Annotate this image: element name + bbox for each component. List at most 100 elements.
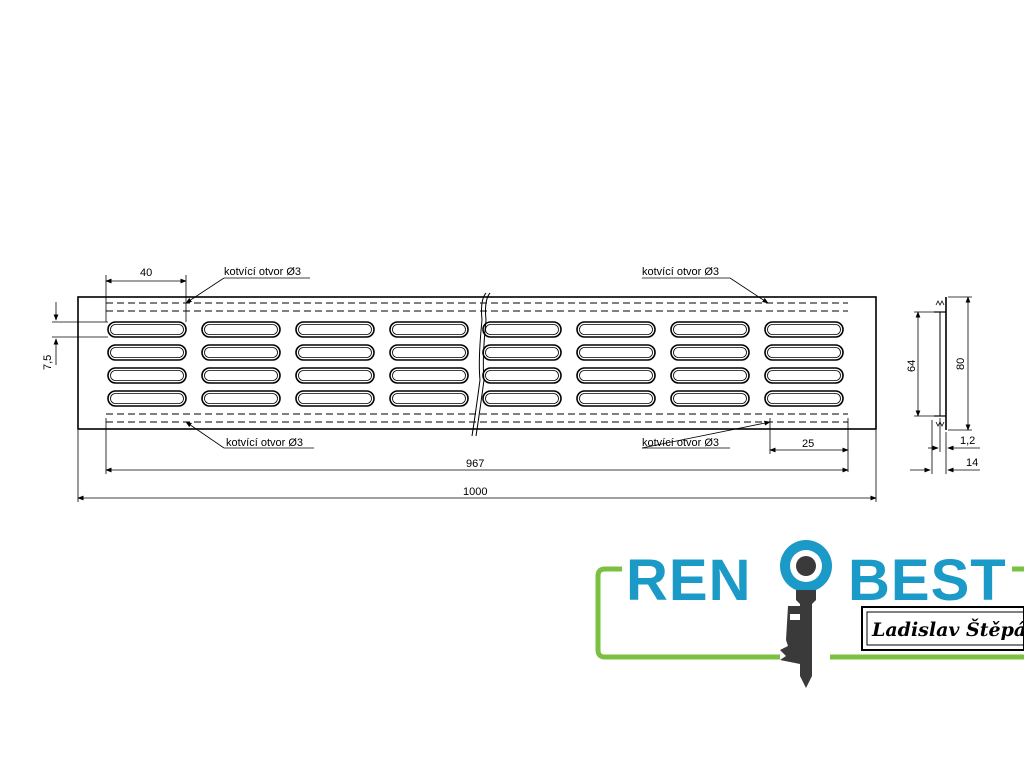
vent-slot — [670, 344, 750, 361]
dimension-7-5 — [52, 302, 108, 365]
owner-plate: Ladislav Štěpán — [861, 606, 1024, 651]
vent-slot — [764, 367, 844, 384]
vent-slot — [295, 344, 375, 361]
vent-slot-inner — [204, 347, 278, 358]
dimension-80-label: 80 — [955, 358, 967, 370]
vent-slot — [295, 321, 375, 338]
vent-slot-inner — [673, 324, 747, 335]
dimension-14-label: 14 — [966, 457, 978, 469]
vent-slot — [482, 321, 562, 338]
dimension-80 — [948, 296, 972, 431]
anchor-leaders — [185, 277, 771, 449]
dimension-25-label: 25 — [802, 438, 814, 450]
vent-slot-inner — [673, 347, 747, 358]
logo-text-ren: REN — [626, 548, 751, 613]
vent-slot — [482, 344, 562, 361]
vent-slot — [107, 344, 187, 361]
dimension-1000 — [77, 430, 877, 502]
vent-slot — [670, 390, 750, 407]
vent-slot-inner — [110, 347, 184, 358]
vent-slot — [670, 367, 750, 384]
vent-slot — [764, 344, 844, 361]
vent-slot — [764, 321, 844, 338]
vent-slot — [389, 390, 469, 407]
slot-grid — [107, 321, 844, 407]
dimension-1-2-label: 1,2 — [960, 435, 975, 447]
vent-slot-inner — [110, 393, 184, 404]
vent-slot-inner — [767, 370, 841, 381]
anchor-hole-note-top-right: kotvící otvor Ø3 — [642, 266, 719, 278]
vent-slot — [295, 390, 375, 407]
anchor-hole-note-top-left: kotvící otvor Ø3 — [224, 266, 301, 278]
renobest-logo: REN BEST Ladislav Štěpán — [595, 540, 1024, 688]
vent-slot — [576, 321, 656, 338]
vent-slot-inner — [767, 393, 841, 404]
vent-slot — [201, 344, 281, 361]
vent-slot-inner — [485, 324, 559, 335]
logo-green-frame — [595, 566, 1024, 660]
logo-text-best: BEST — [848, 548, 1007, 613]
vent-slot — [389, 321, 469, 338]
vent-slot-inner — [298, 393, 372, 404]
side-profile — [934, 297, 947, 430]
dimension-14 — [910, 420, 980, 474]
vent-slot-inner — [579, 370, 653, 381]
vent-slot — [389, 367, 469, 384]
vent-slot — [295, 367, 375, 384]
vent-slot — [201, 367, 281, 384]
vent-slot-inner — [204, 324, 278, 335]
dimension-967-label: 967 — [466, 458, 484, 470]
vent-slot-inner — [204, 393, 278, 404]
dimension-64-label: 64 — [906, 360, 918, 372]
vent-slot-inner — [579, 393, 653, 404]
vent-slot-inner — [392, 393, 466, 404]
dimension-1-2 — [928, 418, 980, 474]
vent-slot-inner — [579, 324, 653, 335]
dimension-1000-label: 1000 — [463, 486, 487, 498]
vent-slot — [482, 390, 562, 407]
vent-slot-inner — [673, 370, 747, 381]
vent-slot — [389, 344, 469, 361]
dimension-7-5-label: 7,5 — [42, 355, 54, 370]
vent-slot — [576, 390, 656, 407]
vent-slot-inner — [485, 370, 559, 381]
vent-slot-inner — [392, 347, 466, 358]
vent-slot — [107, 390, 187, 407]
dimension-967 — [105, 418, 849, 474]
grille-outline — [77, 296, 877, 430]
vent-slot-inner — [485, 347, 559, 358]
vent-slot-inner — [110, 324, 184, 335]
vent-slot-inner — [392, 324, 466, 335]
vent-slot-inner — [485, 393, 559, 404]
vent-slot — [107, 321, 187, 338]
dimension-40 — [105, 275, 187, 322]
vent-slot-inner — [298, 324, 372, 335]
vent-slot — [576, 367, 656, 384]
dimension-40-label: 40 — [140, 267, 152, 279]
vent-slot — [670, 321, 750, 338]
logo-owner-name: Ladislav Štěpán — [871, 618, 1024, 641]
vent-slot-inner — [298, 370, 372, 381]
vent-slot-inner — [110, 370, 184, 381]
vent-slot-inner — [767, 324, 841, 335]
break-line — [471, 292, 491, 437]
vent-slot-inner — [579, 347, 653, 358]
vent-slot — [107, 367, 187, 384]
vent-slot — [764, 390, 844, 407]
vent-slot-inner — [767, 347, 841, 358]
vent-slot — [576, 344, 656, 361]
vent-slot — [201, 321, 281, 338]
anchor-lines — [106, 302, 848, 423]
dimension-25 — [769, 418, 849, 472]
vent-slot-inner — [673, 393, 747, 404]
key-icon — [780, 540, 832, 688]
anchor-hole-note-bottom-left: kotvící otvor Ø3 — [226, 437, 303, 449]
vent-slot — [482, 367, 562, 384]
vent-slot-inner — [392, 370, 466, 381]
vent-slot — [201, 390, 281, 407]
anchor-hole-note-bottom-right: kotvící otvor Ø3 — [642, 437, 719, 449]
vent-slot-inner — [204, 370, 278, 381]
vent-slot-inner — [298, 347, 372, 358]
dimension-64 — [914, 311, 936, 417]
